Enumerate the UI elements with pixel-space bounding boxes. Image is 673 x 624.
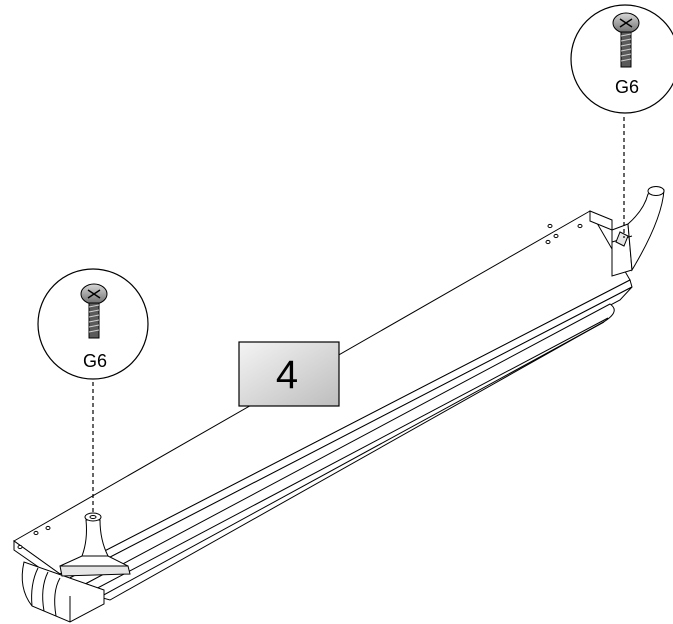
- callout-right: G6: [570, 4, 673, 114]
- hole: [545, 239, 551, 245]
- hole: [577, 223, 583, 229]
- guide-lines: [92, 117, 625, 512]
- right-leg: [611, 186, 665, 277]
- part-code-left: G6: [83, 351, 107, 371]
- rail-board: [13, 210, 633, 623]
- rail-bottom-bar: [72, 303, 615, 601]
- hole: [553, 233, 559, 239]
- hole: [45, 525, 51, 531]
- mounting-holes: [17, 223, 583, 550]
- callout-left: G6: [37, 268, 149, 380]
- step-number: 4: [276, 353, 298, 397]
- hole: [17, 544, 23, 550]
- screw-icon: [80, 283, 108, 339]
- rail-left-cap: [21, 561, 105, 623]
- hole: [33, 530, 39, 536]
- step-box: 4: [238, 341, 340, 407]
- part-code-right: G6: [615, 77, 639, 97]
- screw-icon: [612, 12, 640, 68]
- left-foot: [59, 512, 131, 577]
- hole: [547, 223, 553, 229]
